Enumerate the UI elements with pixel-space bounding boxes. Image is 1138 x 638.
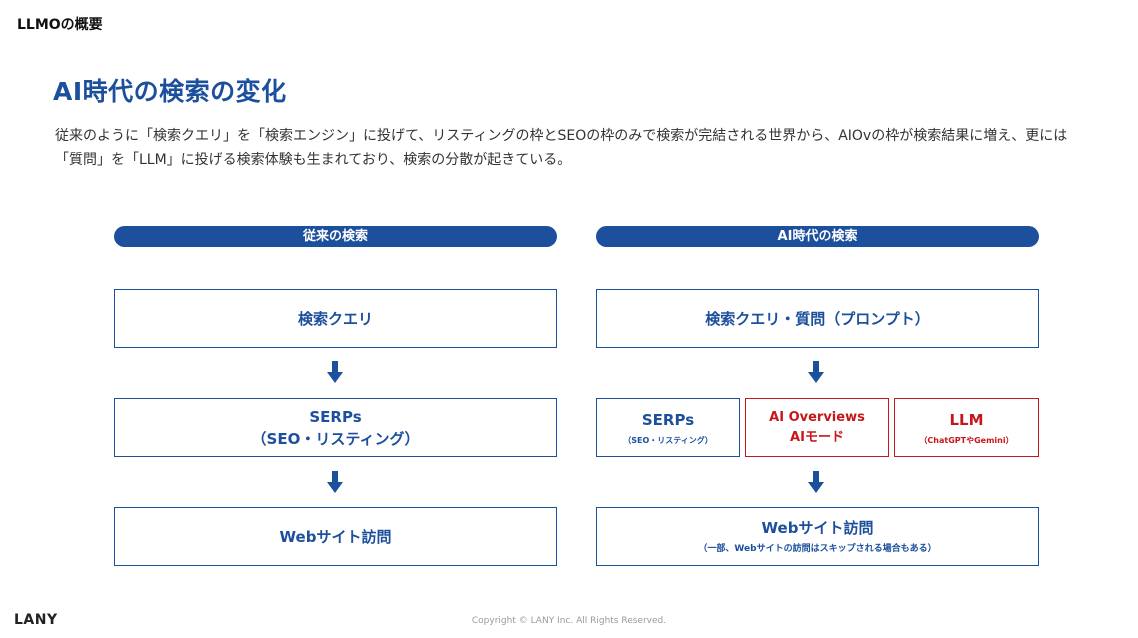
ai-overviews-label: AI Overviews [769,409,865,425]
ai-overviews-box: AI Overviews AIモード [745,398,889,457]
right-serps-box: SERPs （SEO・リスティング） [596,398,740,457]
llm-title: LLM [949,410,984,429]
lany-logo: LANY [14,612,58,628]
right-serps-subtitle: （SEO・リスティング） [623,435,713,445]
down-arrow-icon [808,471,824,493]
slide-label: LLMOの概要 [17,17,103,33]
left-serps-subtitle: （SEO・リスティング） [251,429,420,448]
right-serps-title: SERPs [641,410,695,429]
down-arrow-icon [808,361,824,383]
left-query-label: 検索クエリ [297,309,373,328]
llm-subtitle: （ChatGPTやGemini） [919,435,1014,445]
left-column-header: 従来の検索 [114,226,557,247]
copyright-text: Copyright © LANY Inc. All Rights Reserve… [471,616,667,626]
right-query-box: 検索クエリ・質問（プロンプト） [596,289,1039,348]
left-query-box: 検索クエリ [114,289,557,348]
description-text: 従来のように「検索クエリ」を「検索エンジン」に投げて、リスティングの枠とSEOの… [55,128,1068,168]
page-title: AI時代の検索の変化 [53,77,287,106]
ai-mode-label: AIモード [790,429,844,445]
right-query-label: 検索クエリ・質問（プロンプト） [705,309,930,328]
llm-box: LLM （ChatGPTやGemini） [894,398,1039,457]
left-serps-title: SERPs [309,407,362,426]
left-visit-label: Webサイト訪問 [279,527,392,546]
right-visit-title: Webサイト訪問 [761,519,874,537]
down-arrow-icon [327,471,343,493]
left-serps-box: SERPs （SEO・リスティング） [114,398,557,457]
right-visit-box: Webサイト訪問 （一部、Webサイトの訪問はスキップされる場合もある） [596,507,1039,566]
right-column-header: AI時代の検索 [596,226,1039,247]
left-visit-box: Webサイト訪問 [114,507,557,566]
down-arrow-icon [327,361,343,383]
right-visit-subtitle: （一部、Webサイトの訪問はスキップされる場合もある） [698,544,937,554]
